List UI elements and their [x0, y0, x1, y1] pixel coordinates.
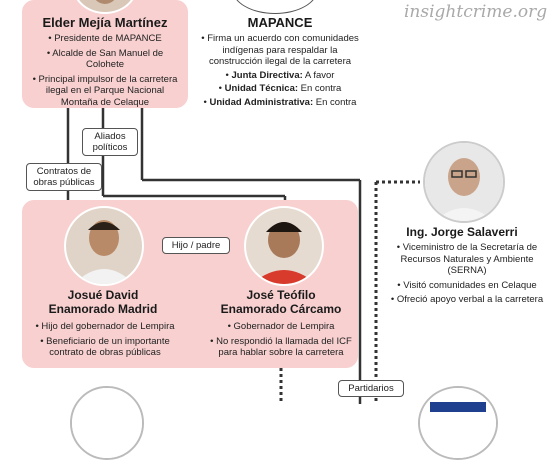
jorge-bullet: • Ofreció apoyo verbal a la carretera — [390, 294, 544, 305]
mapance-item-label: Unidad Técnica: — [224, 83, 299, 94]
mapance-item: • Unidad Administrativa: En contra — [203, 96, 357, 108]
josue-bullet: • Beneficiario de un importante contrato… — [40, 335, 170, 359]
hijo-padre-tag: Hijo / padre — [162, 237, 230, 254]
josue-name-line2: Enamorado Madrid — [48, 302, 158, 316]
jose-bullet: • No respondió la llamada del ICF para h… — [210, 335, 352, 359]
jose-bullet: • Gobernador de Lempira — [227, 321, 335, 332]
jose-bullets: • Gobernador de Lempira • No respondió l… — [206, 321, 356, 359]
elder-name: Elder Mejía Martínez — [42, 15, 168, 30]
josue-bullets: • Hijo del gobernador de Lempira • Benef… — [30, 321, 180, 359]
jose-name-line2: Enamorado Cárcamo — [220, 302, 342, 316]
jorge-avatar — [423, 141, 505, 223]
elder-bullet: • Presidente de MAPANCE — [48, 33, 162, 44]
mapance-name: MAPANCE — [247, 15, 313, 30]
mapance-item: • Junta Directiva: A favor — [225, 69, 335, 81]
aliados-tag: Aliados políticos — [82, 128, 138, 156]
josue-name-line1: Josué David — [67, 288, 139, 302]
jorge-name: Ing. Jorge Salaverri — [406, 225, 518, 239]
elder-card — [22, 0, 188, 108]
elder-bullet: • Alcalde de San Manuel de Colohete — [46, 47, 164, 71]
josue-bullet: • Hijo del gobernador de Lempira — [35, 321, 175, 332]
jose-avatar — [244, 206, 324, 286]
jose-name-line1: José Teófilo — [246, 288, 316, 302]
elder-bullets: • Presidente de MAPANCE • Alcalde de San… — [28, 33, 182, 108]
mapance-bullets: • Firma un acuerdo con comunidades indíg… — [198, 33, 362, 108]
connector-lines — [63, 108, 420, 404]
bottom-left-avatar — [70, 386, 144, 460]
partidarios-tag: Partidarios — [338, 380, 404, 397]
jorge-bullets: • Viceministro de la Secretaría de Recur… — [388, 242, 546, 306]
jorge-bullet: • Visitó comunidades en Celaque — [397, 279, 537, 291]
elder-bullet: • Principal impulsor de la carretera ile… — [32, 73, 178, 108]
mapance-item-label: Junta Directiva: — [231, 69, 303, 81]
mapance-item-value: A favor — [302, 69, 335, 81]
mapance-item: • Unidad Técnica: En contra — [218, 83, 342, 94]
contratos-tag: Contratos de obras públicas — [26, 163, 102, 191]
watermark: insightcrime.org — [404, 2, 548, 22]
bottom-right-avatar — [418, 386, 498, 460]
mapance-bullet: • Firma un acuerdo con comunidades indíg… — [201, 33, 359, 67]
josue-name: Josué David Enamorado Madrid — [36, 288, 170, 316]
jorge-bullet: • Viceministro de la Secretaría de Recur… — [396, 242, 538, 276]
jose-name: José Teófilo Enamorado Cárcamo — [206, 288, 356, 316]
mapance-item-label: Unidad Administrativa: — [209, 96, 314, 108]
mapance-item-value: En contra — [313, 96, 357, 108]
josue-avatar — [64, 206, 144, 286]
mapance-item-value: En contra — [298, 83, 342, 94]
